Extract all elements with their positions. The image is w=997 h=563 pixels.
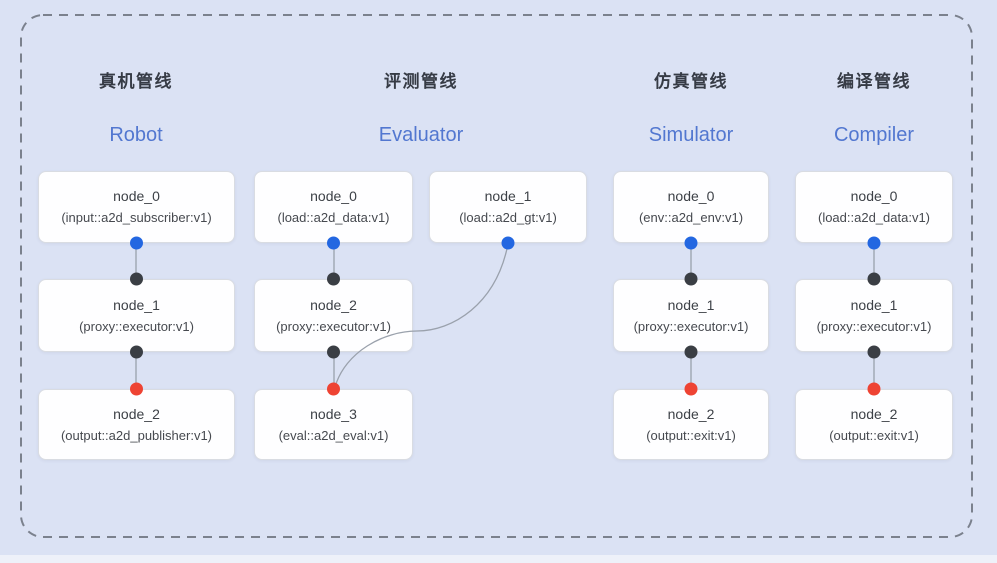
node-title: node_2	[667, 405, 715, 422]
node-title: node_0	[667, 188, 715, 205]
node-title: node_1	[850, 296, 898, 313]
node-subtitle: (load::a2d_data:v1)	[817, 210, 931, 226]
node-card-evaluator-node_3: node_3(eval::a2d_eval:v1)	[254, 389, 413, 460]
pipeline-title-zh-compiler: 编译管线	[837, 72, 911, 91]
node-subtitle: (proxy::executor:v1)	[816, 318, 932, 334]
pipeline-title-zh-simulator: 仿真管线	[654, 72, 728, 91]
node-title: node_1	[484, 188, 532, 205]
node-title: node_0	[850, 188, 898, 205]
node-subtitle: (eval::a2d_eval:v1)	[278, 427, 389, 443]
pipeline-title-zh-evaluator: 评测管线	[384, 72, 458, 91]
node-subtitle: (output::exit:v1)	[829, 427, 919, 443]
node-card-compiler-node_2: node_2(output::exit:v1)	[795, 389, 953, 460]
node-subtitle: (output::a2d_publisher:v1)	[60, 427, 213, 443]
node-subtitle: (output::exit:v1)	[646, 427, 736, 443]
node-title: node_0	[113, 188, 160, 205]
pipeline-title-en-robot: Robot	[109, 124, 163, 146]
node-subtitle: (load::a2d_gt:v1)	[459, 210, 557, 226]
node-subtitle: (proxy::executor:v1)	[276, 318, 391, 334]
node-title: node_3	[310, 405, 357, 422]
bottom-fade	[0, 555, 997, 563]
node-title: node_1	[113, 296, 160, 313]
node-title: node_2	[113, 405, 160, 422]
node-card-robot-node_1: node_1(proxy::executor:v1)	[38, 279, 235, 352]
node-subtitle: (proxy::executor:v1)	[79, 318, 194, 334]
node-card-evaluator-node_0: node_0(load::a2d_data:v1)	[254, 171, 413, 243]
node-card-robot-node_2: node_2(output::a2d_publisher:v1)	[38, 389, 235, 460]
node-card-robot-node_0: node_0(input::a2d_subscriber:v1)	[38, 171, 235, 243]
node-card-simulator-node_2: node_2(output::exit:v1)	[613, 389, 769, 460]
node-card-simulator-node_1: node_1(proxy::executor:v1)	[613, 279, 769, 352]
node-subtitle: (input::a2d_subscriber:v1)	[61, 210, 212, 226]
node-subtitle: (load::a2d_data:v1)	[277, 210, 390, 226]
pipeline-title-zh-robot: 真机管线	[99, 72, 173, 91]
pipeline-title-en-simulator: Simulator	[648, 124, 734, 146]
node-card-simulator-node_0: node_0(env::a2d_env:v1)	[613, 171, 769, 243]
node-title: node_2	[310, 296, 357, 313]
node-card-compiler-node_1: node_1(proxy::executor:v1)	[795, 279, 953, 352]
node-card-evaluator-node_2: node_2(proxy::executor:v1)	[254, 279, 413, 352]
pipeline-title-en-compiler: Compiler	[833, 124, 915, 146]
node-title: node_0	[310, 188, 357, 205]
node-card-evaluator-node_1: node_1(load::a2d_gt:v1)	[429, 171, 587, 243]
node-subtitle: (env::a2d_env:v1)	[638, 210, 744, 226]
node-card-compiler-node_0: node_0(load::a2d_data:v1)	[795, 171, 953, 243]
node-subtitle: (proxy::executor:v1)	[633, 318, 749, 334]
node-title: node_2	[850, 405, 898, 422]
pipeline-title-en-evaluator: Evaluator	[378, 124, 464, 146]
node-title: node_1	[667, 296, 715, 313]
